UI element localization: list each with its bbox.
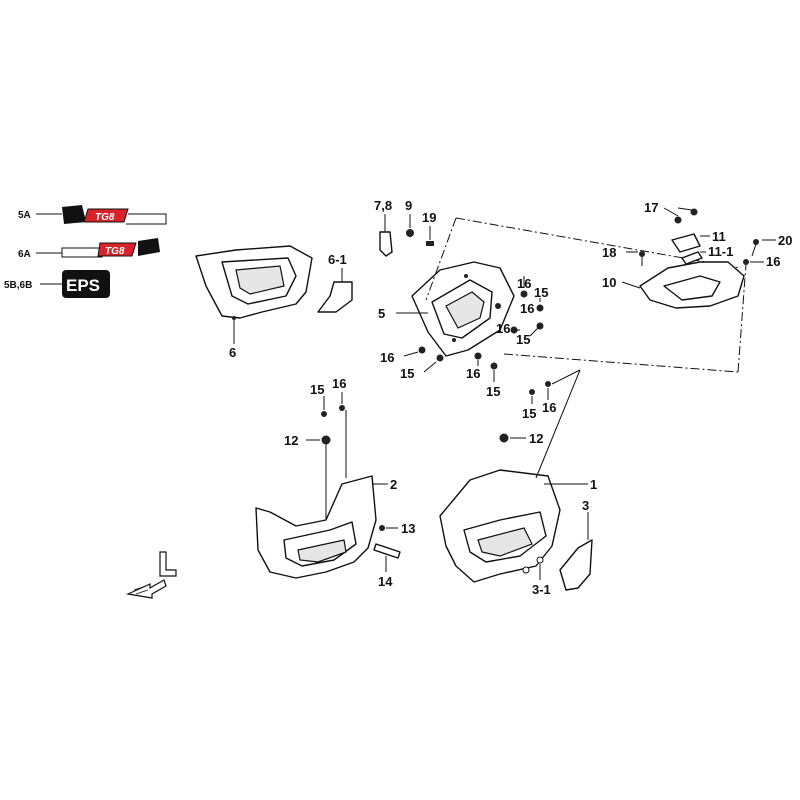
callout-15c: 15 bbox=[400, 366, 414, 381]
part-10-cover bbox=[639, 261, 745, 309]
callout-10: 10 bbox=[602, 275, 616, 290]
callout-16e: 16 bbox=[466, 366, 480, 381]
decal-6a-text: TG8 bbox=[105, 246, 125, 257]
callout-3: 3 bbox=[582, 498, 589, 513]
part-14-pin bbox=[373, 543, 401, 572]
callout-2: 2 bbox=[390, 477, 397, 492]
callout-1: 1 bbox=[590, 477, 597, 492]
callout-12b: 12 bbox=[529, 431, 543, 446]
front-arrow-icon bbox=[125, 551, 177, 599]
decal-eps: EPS bbox=[40, 270, 110, 298]
fastener-16-right bbox=[743, 259, 764, 265]
callout-11-1: 11-1 bbox=[708, 244, 733, 259]
callout-12a: 12 bbox=[284, 433, 298, 448]
fastener-18 bbox=[626, 251, 645, 266]
fastener-group-5-bottom bbox=[403, 346, 498, 382]
part-11-1 bbox=[681, 251, 706, 265]
callout-16h: 16 bbox=[542, 400, 556, 415]
decal-5a: TG8 bbox=[36, 205, 167, 225]
callout-6-1: 6-1 bbox=[328, 252, 347, 267]
callout-20: 20 bbox=[778, 233, 792, 248]
callout-15b: 15 bbox=[516, 332, 530, 347]
part-3-cover bbox=[559, 512, 593, 591]
part-1-step bbox=[439, 469, 561, 583]
decal-eps-text: EPS bbox=[66, 276, 100, 295]
part-5-panel bbox=[411, 261, 515, 357]
decal-6a: TG8 bbox=[36, 238, 160, 258]
part-11-clip bbox=[663, 207, 701, 253]
fastener-12-right bbox=[499, 433, 526, 443]
part-3-1-grommet bbox=[522, 556, 544, 580]
label-5b-6b: 5B,6B bbox=[4, 280, 32, 291]
fastener-12-left bbox=[306, 435, 331, 520]
decal-5a-text: TG8 bbox=[95, 212, 115, 223]
part-6-1-bracket bbox=[317, 281, 353, 313]
callout-5: 5 bbox=[378, 306, 385, 321]
callout-16g: 16 bbox=[332, 376, 346, 391]
callout-16d: 16 bbox=[380, 350, 394, 365]
callout-14: 14 bbox=[378, 574, 393, 589]
callout-3-1: 3-1 bbox=[532, 582, 551, 597]
callout-15f: 15 bbox=[522, 406, 536, 421]
fastener-15-16-left bbox=[321, 392, 347, 478]
fastener-15-16-right bbox=[529, 369, 581, 404]
callout-19: 19 bbox=[422, 210, 436, 225]
callout-18: 18 bbox=[602, 245, 616, 260]
fastener-7-8 bbox=[379, 214, 393, 257]
callout-16b: 16 bbox=[520, 301, 534, 316]
callout-13: 13 bbox=[401, 521, 415, 536]
fastener-9 bbox=[406, 214, 414, 237]
callout-6: 6 bbox=[229, 345, 236, 360]
part-2-step bbox=[255, 475, 377, 579]
callout-17: 17 bbox=[644, 200, 658, 215]
part-6-panel bbox=[195, 245, 313, 320]
callout-16c: 16 bbox=[496, 321, 510, 336]
callout-15a: 15 bbox=[534, 285, 548, 300]
label-6a: 6A bbox=[18, 249, 31, 260]
fastener-group-5-right bbox=[495, 276, 544, 337]
callout-15d: 15 bbox=[486, 384, 500, 399]
callout-7-8: 7,8 bbox=[374, 198, 392, 213]
callout-11: 11 bbox=[712, 229, 726, 244]
callout-16a: 16 bbox=[517, 276, 531, 291]
fastener-13 bbox=[379, 525, 398, 531]
callout-16f: 16 bbox=[766, 254, 780, 269]
fastener-20 bbox=[751, 239, 776, 257]
callout-15e: 15 bbox=[310, 382, 324, 397]
label-5a: 5A bbox=[18, 210, 31, 221]
fastener-19 bbox=[426, 226, 434, 246]
callout-9: 9 bbox=[405, 198, 412, 213]
